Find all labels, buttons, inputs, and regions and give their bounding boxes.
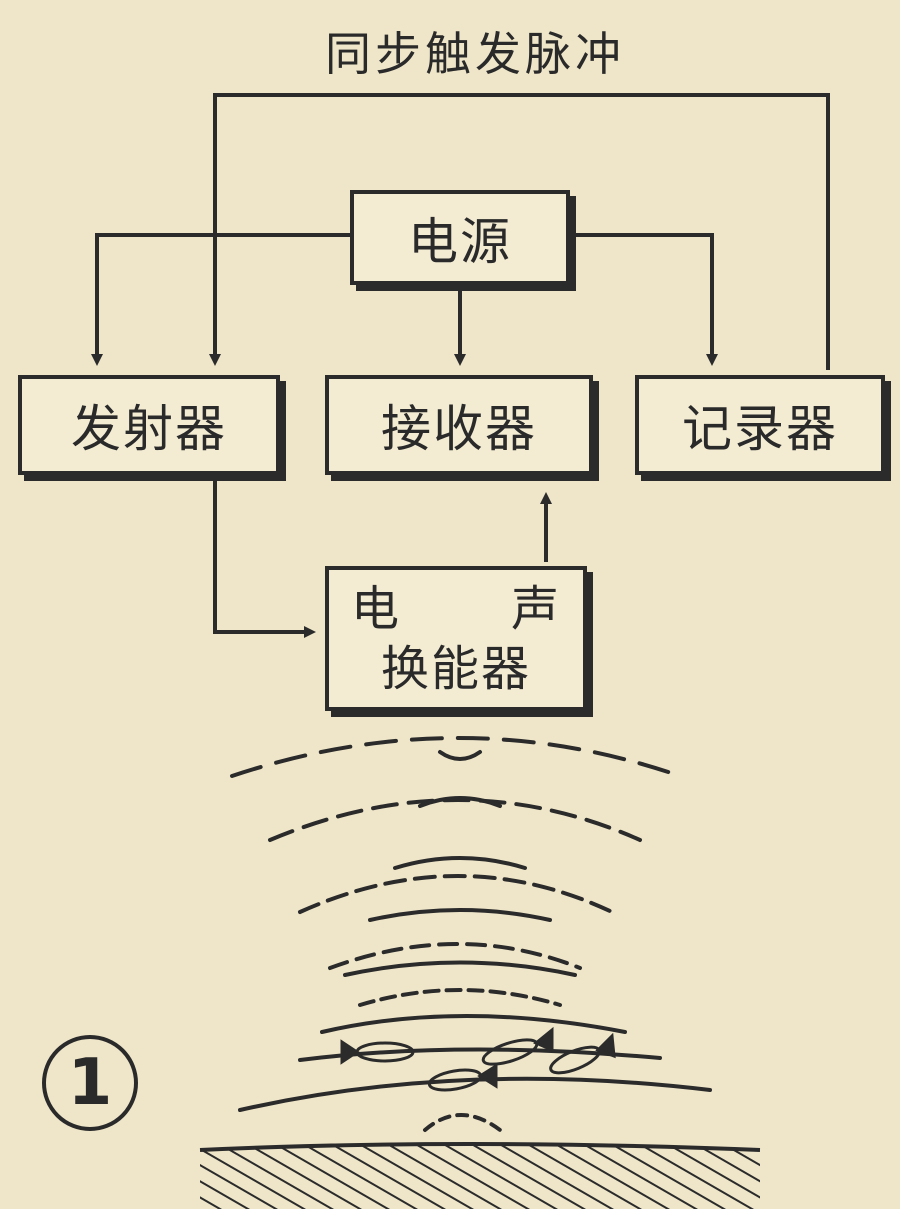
receiver-block: 接收器 [325, 375, 593, 475]
transmitter-to-transducer-line [213, 475, 316, 638]
fish-3 [549, 1032, 616, 1075]
wave-back-8 [238, 1076, 712, 1112]
fish-2 [481, 1026, 554, 1066]
sync-trigger-line [209, 93, 830, 370]
transducer-row-1: 电 声 [329, 579, 583, 639]
wave-out-3 [298, 874, 614, 914]
seabed [199, 1142, 761, 1209]
connector-lines [91, 93, 830, 638]
receiver-label: 接收器 [381, 400, 537, 458]
wave-back-1 [438, 750, 482, 761]
recorder-label: 记录器 [682, 400, 838, 458]
transducer-block: 电 声 换能器 [325, 566, 587, 711]
power-block: 电源 [350, 190, 570, 285]
wave-out-4 [328, 942, 582, 970]
wave-out-1 [230, 736, 682, 778]
wave-back-6 [320, 1014, 627, 1034]
wave-out-5 [358, 988, 562, 1007]
fish-1 [340, 1039, 415, 1065]
power-label: 电源 [408, 212, 512, 271]
figure-number-text: 1 [67, 1046, 113, 1120]
power-to-transmitter-line [91, 233, 350, 366]
wave-back-2 [418, 796, 502, 808]
transducer-label-left: 电 [351, 580, 402, 637]
fish-4 [427, 1063, 498, 1092]
figure-number: 1 [42, 1035, 138, 1131]
wave-back-5 [343, 960, 577, 977]
wave-echo-seabed [423, 1113, 502, 1132]
transmitter-block: 发射器 [18, 375, 280, 475]
wave-back-3 [393, 856, 527, 870]
fish-group [340, 1026, 616, 1092]
sync-trigger-label: 同步触发脉冲 [325, 27, 625, 81]
power-to-recorder-line [570, 233, 718, 366]
wave-back-4 [368, 908, 552, 922]
wave-out-2 [268, 798, 642, 842]
recorder-block: 记录器 [635, 375, 885, 475]
transducer-label-line2: 换能器 [380, 640, 531, 697]
transducer-label-right: 声 [510, 580, 561, 637]
transmitter-label: 发射器 [71, 400, 227, 458]
sound-waves [230, 736, 712, 1132]
